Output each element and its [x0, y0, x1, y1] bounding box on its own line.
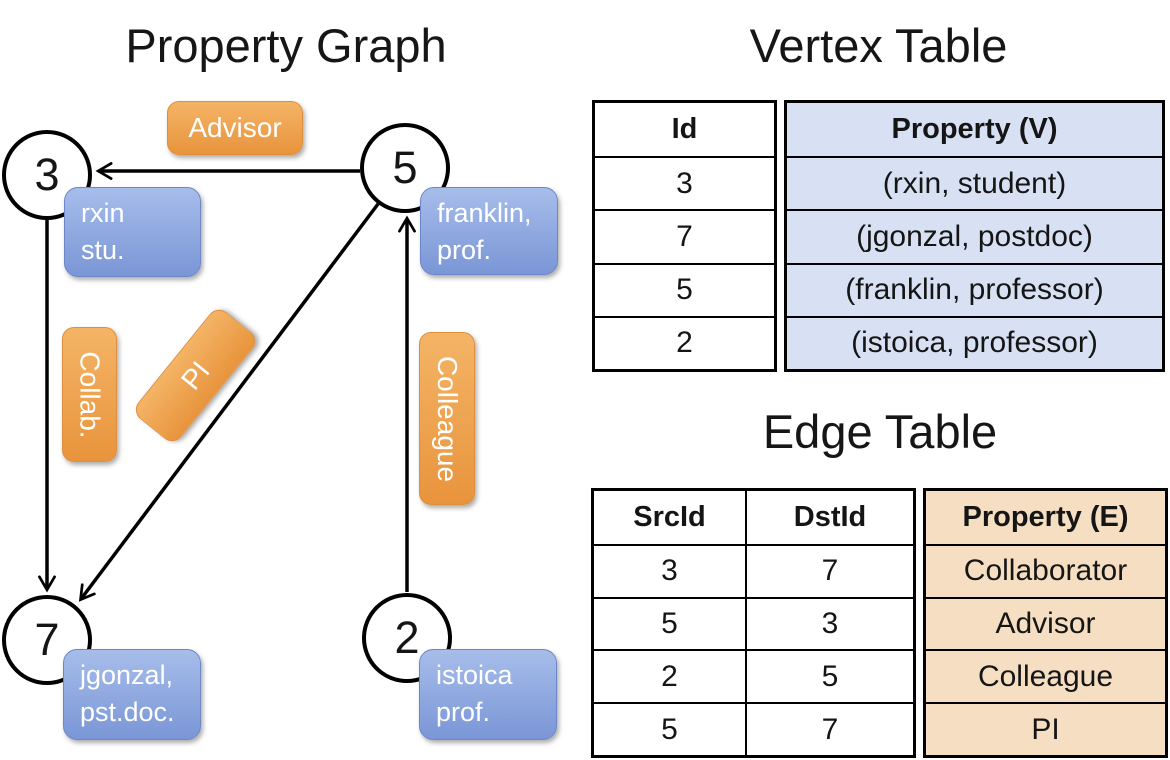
- edge-table-property-cell: Collaborator: [926, 543, 1165, 597]
- vertex-table-title: Vertex Table: [749, 19, 1008, 72]
- vertex-table-id-cell: 2: [595, 315, 774, 369]
- edge-label-text: Collab.: [74, 350, 106, 439]
- vertex-table-property-cell: (jgonzal, postdoc): [787, 209, 1162, 263]
- vertex-table-header-id: Id: [671, 113, 698, 146]
- property-graph-title: Property Graph: [125, 19, 447, 72]
- edge-table-property-cell: Colleague: [926, 649, 1165, 703]
- vertex-table-property-cell: (franklin, professor): [787, 262, 1162, 316]
- edge-label-text: Advisor: [188, 112, 282, 143]
- edge-table-dstid-cell: 5: [745, 649, 913, 703]
- vertex-id-label: 2: [394, 612, 420, 663]
- edge-table-header-property: Property (E): [926, 491, 1165, 544]
- vertex-id-label: 7: [34, 614, 60, 665]
- vertex-property-box-jgonzal: jgonzal, pst.doc.: [63, 649, 201, 740]
- vertex-property-line: rxin: [81, 198, 125, 228]
- vertex-property-line: istoica: [436, 660, 513, 690]
- vertex-property-line: prof.: [437, 235, 492, 265]
- edge-label-pi: PI: [131, 304, 260, 447]
- vertex-id-label: 3: [34, 149, 60, 200]
- edge-label-advisor: Advisor: [167, 101, 303, 155]
- edge-label-text: Colleague: [432, 355, 464, 482]
- vertex-id-label: 5: [392, 142, 418, 193]
- vertex-table-id-cell: 5: [595, 262, 774, 316]
- vertex-table-id-cell: 3: [595, 156, 774, 209]
- edge-table-dstid-cell: 7: [745, 702, 913, 755]
- vertex-table-id-column: Id 3 7 5 2: [592, 100, 777, 372]
- vertex-property-line: prof.: [436, 697, 491, 727]
- edge-table-srcid-cell: 3: [594, 543, 745, 597]
- vertex-node-5: 5: [360, 123, 450, 213]
- edge-table-srcid-cell: 2: [594, 649, 745, 702]
- vertex-table-property-cell: (istoica, professor): [787, 315, 1162, 369]
- edge-label-collab: Collab.: [62, 327, 117, 462]
- vertex-table-property-column: Property (V) (rxin, student) (jgonzal, p…: [784, 100, 1165, 372]
- edge-table-dstid-cell: 7: [745, 543, 913, 597]
- vertex-table-property-cell: (rxin, student): [787, 156, 1162, 210]
- edge-table-header-srcid: SrcId: [633, 500, 706, 533]
- vertex-table-header-property: Property (V): [787, 103, 1162, 157]
- vertex-property-line: franklin,: [437, 198, 532, 228]
- vertex-property-line: jgonzal,: [80, 660, 174, 690]
- vertex-property-box-istoica: istoica prof.: [419, 649, 557, 740]
- edge-table-property-cell: Advisor: [926, 596, 1165, 650]
- edge-table-srcid-cell: 5: [594, 702, 745, 755]
- edge-label-colleague: Colleague: [419, 332, 475, 505]
- vertex-property-box-rxin: rxin stu.: [64, 187, 201, 277]
- edge-table-header-dstid: DstId: [745, 491, 913, 544]
- edge-table-property-column: Property (E) Collaborator Advisor Collea…: [923, 488, 1168, 758]
- vertex-property-box-franklin: franklin, prof.: [420, 187, 558, 275]
- vertex-table-id-cell: 7: [595, 209, 774, 262]
- edge-table-property-cell: PI: [926, 702, 1165, 755]
- edge-table-id-columns: SrcId DstId 3 7 5 3 2 5 5 7: [591, 488, 916, 758]
- edge-table-title: Edge Table: [762, 405, 998, 458]
- edge-table-srcid-cell: 5: [594, 596, 745, 650]
- vertex-property-line: pst.doc.: [80, 697, 175, 727]
- vertex-node-3: 3: [2, 130, 92, 220]
- vertex-property-line: stu.: [81, 235, 125, 265]
- edge-table-dstid-cell: 3: [745, 596, 913, 650]
- edge-label-text: PI: [174, 355, 216, 396]
